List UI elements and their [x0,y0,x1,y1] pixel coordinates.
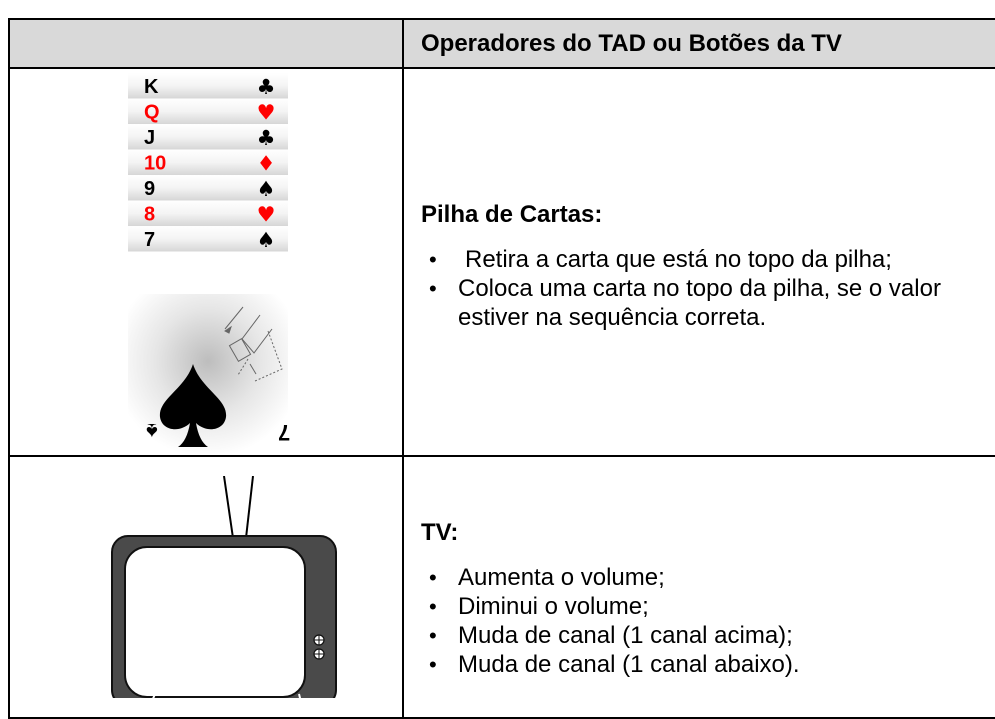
card-suit-icon: ♦ [257,152,276,176]
list-item: Retira a carta que está no topo da pilha… [421,245,995,274]
antenna-right [245,476,254,539]
card-strip [128,175,288,201]
card-strip [128,226,288,252]
card-strip [128,200,288,226]
card-suit-icon: ♥ [257,203,276,227]
operators-table: Operadores do TAD ou Botões da TV [8,18,995,719]
cards-section-title: Pilha de Cartas: [421,200,603,228]
tv-screen [124,546,306,698]
card-suit-icon: ♣ [257,75,276,99]
card-stack-illustration: K ♣ Q ♥ J ♣ 10 ♦ 9 ♠ 8 ♥ 7 ♠ [128,73,288,454]
card-rank-label: 9 [144,178,155,200]
card-rank-label: J [144,127,155,149]
card-rank-label: 10 [144,153,166,175]
card-rank-label: Q [144,102,160,124]
big-spade-icon [159,364,227,447]
bottom-suit-icon: ♠ [146,419,158,444]
tv-illustration [111,476,337,698]
card-stack-cell: K ♣ Q ♥ J ♣ 10 ♦ 9 ♠ 8 ♥ 7 ♠ ♠ 7 [8,67,404,457]
list-item: Aumenta o volume; [421,563,995,592]
bottom-rank-label: 7 [278,420,291,445]
card-suit-icon: ♠ [257,177,276,201]
tv-description-cell: TV: Aumenta o volume; Diminui o volume; … [402,455,995,719]
cards-operations-list: Retira a carta que está no topo da pilha… [421,245,995,332]
table-header-row: Operadores do TAD ou Botões da TV [8,18,995,69]
card-suit-icon: ♠ [257,228,276,252]
table-row-tv: TV: Aumenta o volume; Diminui o volume; … [8,455,995,719]
tv-cell [8,455,404,719]
card-strip [128,73,288,99]
cards-description-cell: Pilha de Cartas: Retira a carta que está… [402,67,995,457]
tv-knob-icon [313,634,325,646]
table-row-cards: K ♣ Q ♥ J ♣ 10 ♦ 9 ♠ 8 ♥ 7 ♠ ♠ 7 [8,67,995,457]
header-cell-empty [8,18,404,69]
card-suit-icon: ♥ [257,101,276,125]
card-strip [128,124,288,150]
tv-knob-icon [313,648,325,660]
list-item: Muda de canal (1 canal abaixo). [421,650,995,679]
card-rank-label: K [144,76,159,98]
tv-operations-list: Aumenta o volume; Diminui o volume; Muda… [421,563,995,679]
card-doodle [224,306,283,382]
list-item: Diminui o volume; [421,592,995,621]
card-rank-label: 8 [144,204,155,226]
card-rank-label: 7 [144,229,155,251]
tv-section-title: TV: [421,519,459,546]
antenna-left [223,476,234,539]
card-strip [128,98,288,124]
list-item: Muda de canal (1 canal acima); [421,621,995,650]
card-suit-icon: ♣ [257,126,276,150]
header-cell-operators: Operadores do TAD ou Botões da TV [402,18,995,69]
card-strip [128,149,288,175]
list-item: Coloca uma carta no topo da pilha, se o … [421,274,995,332]
